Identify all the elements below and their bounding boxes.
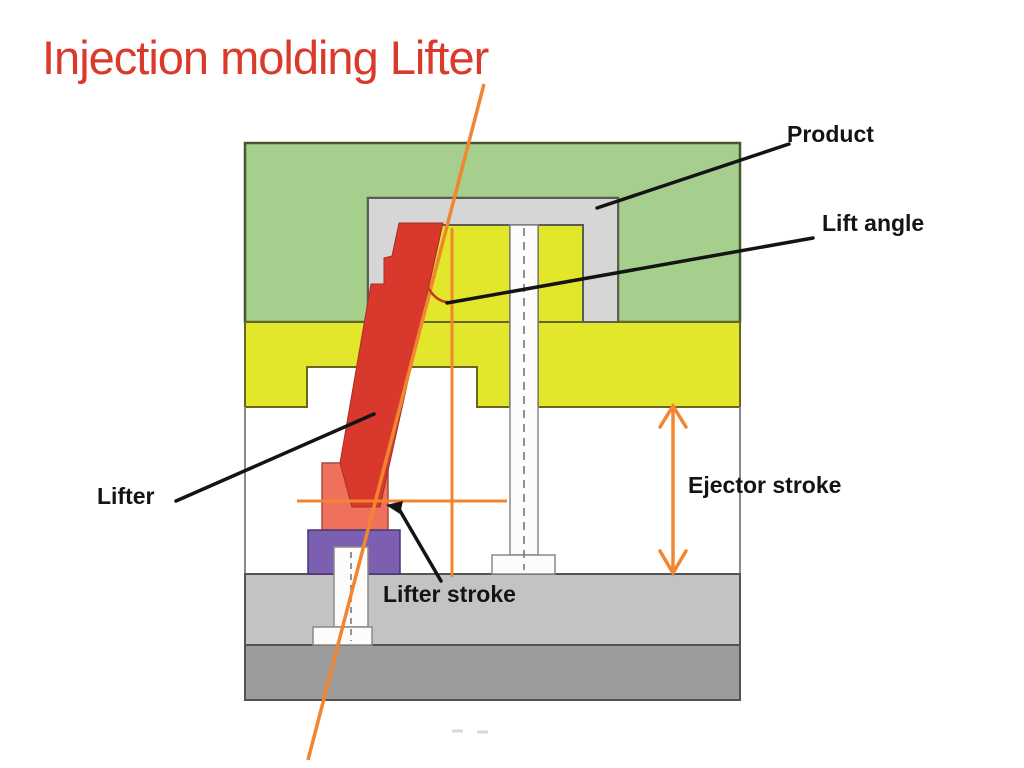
label-product: Product [787,121,874,147]
label-ejector-stroke: Ejector stroke [688,472,841,498]
ejector-base-plate [244,644,741,701]
label-lifter: Lifter [97,483,155,509]
leader-lifter-stroke [397,507,443,583]
lifter-axis-line [306,83,486,761]
leader-lines [174,142,815,583]
lifter-body [339,222,444,508]
lifter-guide-pin [333,546,369,628]
lifter-stroke-arrowhead [386,501,403,514]
leader-lifter [174,412,376,503]
label-lifter-stroke: Lifter stroke [383,581,516,607]
page-title: Injection molding Lifter [42,31,489,84]
leader-lift-angle [445,236,815,305]
core-plate [244,321,741,408]
label-lift-angle: Lift angle [822,210,924,236]
core-insert-right [537,224,584,323]
leader-product [595,142,791,210]
ejector-stroke-arrow [658,402,688,577]
